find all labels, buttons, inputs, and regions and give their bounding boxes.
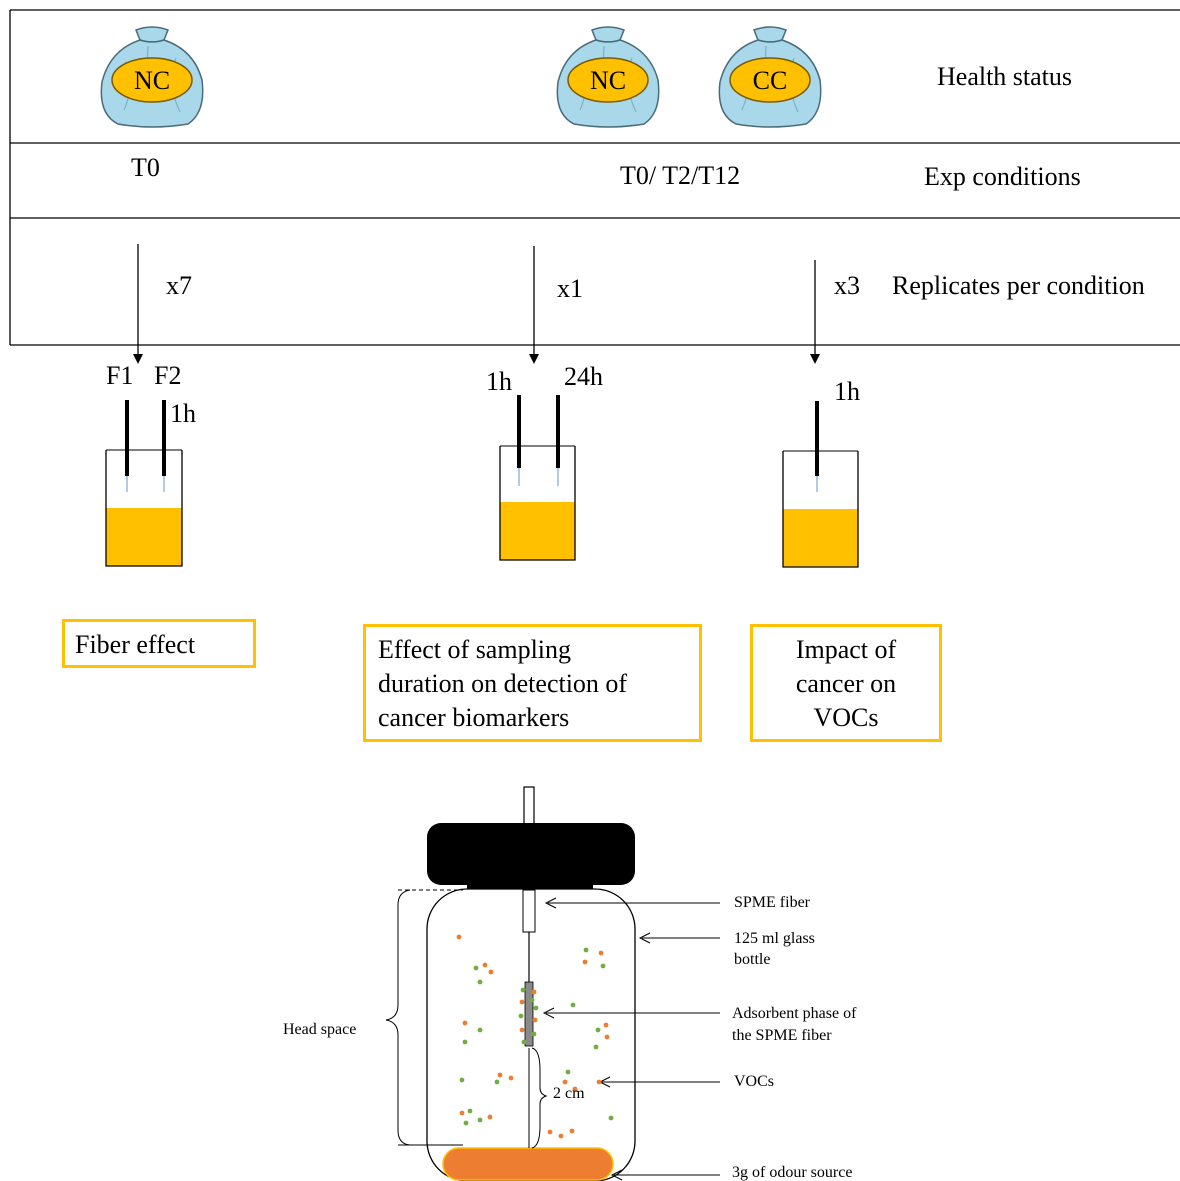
voc-dot: [532, 1017, 538, 1023]
voc-dot: [487, 1114, 493, 1120]
effect-text-duration-line2: duration on detection of: [378, 669, 628, 698]
voc-dot: [604, 1034, 610, 1040]
label-adsorbent-line2: the SPME fiber: [732, 1027, 832, 1044]
voc-dot: [531, 989, 537, 995]
effect-text-impact-line1: Impact of: [795, 635, 897, 664]
voc-dot: [596, 1079, 602, 1085]
voc-dot: [463, 1120, 469, 1126]
condition-middle: T0/ T2/T12: [620, 161, 741, 190]
voc-dot: [482, 962, 488, 968]
row-label-exp-conditions: Exp conditions: [924, 162, 1081, 191]
voc-dot: [608, 1115, 614, 1121]
bag-icon: [718, 26, 822, 128]
voc-dot: [477, 1117, 483, 1123]
voc-dot: [519, 1027, 525, 1033]
voc-dot: [558, 1133, 564, 1139]
bottle-cap: [427, 823, 635, 885]
effect-box-impact: Impact of cancer on VOCs: [750, 624, 942, 742]
voc-dot: [565, 1069, 571, 1075]
label-head-space: Head space: [283, 1021, 357, 1038]
voc-dot: [462, 1020, 468, 1026]
fiber-time-middle-2: 24h: [564, 362, 603, 391]
voc-dot: [582, 959, 588, 965]
voc-dot: [494, 1079, 500, 1085]
voc-dot: [459, 1110, 465, 1116]
bag-cc: CC: [714, 22, 826, 130]
odour-source: [442, 1147, 614, 1181]
bag-nc-2: NC: [552, 22, 664, 130]
label-glass-bottle-line2: bottle: [734, 951, 771, 968]
effect-box-fiber: Fiber effect: [62, 619, 256, 668]
replicates-middle: x1: [557, 274, 583, 303]
effect-text-fiber: Fiber effect: [75, 630, 196, 659]
voc-dot: [473, 965, 479, 971]
label-glass-bottle-line1: 125 ml glass: [734, 930, 815, 947]
bag-nc-1: NC: [96, 22, 208, 130]
voc-dot: [456, 934, 462, 940]
label-vocs: VOCs: [734, 1073, 775, 1090]
voc-dot: [547, 1129, 553, 1135]
voc-dot: [462, 1039, 468, 1045]
label-adsorbent-line1: Adsorbent phase of: [732, 1005, 857, 1022]
adsorbent-phase: [524, 981, 534, 1047]
bag-icon: [556, 26, 660, 128]
voc-dot: [595, 1027, 601, 1033]
voc-dot: [600, 963, 606, 969]
effect-box-duration: Effect of sampling duration on detection…: [363, 624, 702, 742]
voc-dot: [477, 979, 483, 985]
voc-dot: [598, 950, 604, 956]
fiber-time-left: 1h: [170, 399, 196, 428]
voc-dot: [593, 1044, 599, 1050]
fiber-label-f1: F1: [106, 361, 134, 390]
label-spme-fiber: SPME fiber: [734, 894, 810, 911]
fiber-time-right: 1h: [834, 377, 860, 406]
voc-dot: [508, 1075, 514, 1081]
voc-dot: [488, 969, 494, 975]
voc-dot: [569, 1128, 575, 1134]
fiber-time-middle-1: 1h: [486, 367, 512, 396]
table-grid: [9, 9, 1180, 346]
voc-dot: [520, 987, 526, 993]
bag-label: NC: [589, 66, 627, 95]
voc-dot: [521, 1039, 527, 1045]
voc-dot: [519, 999, 525, 1005]
voc-dot: [562, 1079, 568, 1085]
effect-text-impact-line2: cancer on: [795, 669, 897, 698]
voc-dot: [467, 1108, 473, 1114]
condition-left: T0: [131, 153, 160, 182]
voc-dot: [518, 1013, 524, 1019]
voc-dot: [533, 1005, 539, 1011]
voc-dot: [531, 1031, 537, 1037]
effect-text-duration-line3: cancer biomarkers: [378, 703, 570, 732]
voc-dot: [459, 1077, 465, 1083]
bag-label: CC: [752, 66, 788, 95]
voc-dot: [572, 1086, 578, 1092]
voc-dot: [529, 997, 535, 1003]
vials-and-arrows: [105, 244, 859, 568]
voc-particles: [456, 934, 614, 1139]
voc-dot: [570, 1002, 576, 1008]
bag-icon: [100, 26, 204, 128]
voc-dot: [603, 1022, 609, 1028]
effect-text-impact-line3: VOCs: [813, 703, 879, 732]
replicates-left: x7: [166, 271, 192, 300]
row-label-health-status: Health status: [937, 62, 1073, 91]
fiber-label-f2: F2: [154, 361, 182, 390]
effect-text-duration-line1: Effect of sampling: [378, 635, 572, 664]
label-distance: 2 cm: [553, 1085, 585, 1102]
label-odour-source: 3g of odour source: [732, 1164, 853, 1181]
replicates-right: x3: [834, 271, 860, 300]
row-label-replicates: Replicates per condition: [892, 271, 1145, 300]
voc-dot: [583, 947, 589, 953]
voc-dot: [477, 1027, 483, 1033]
bag-label: NC: [133, 66, 171, 95]
voc-dot: [497, 1072, 503, 1078]
